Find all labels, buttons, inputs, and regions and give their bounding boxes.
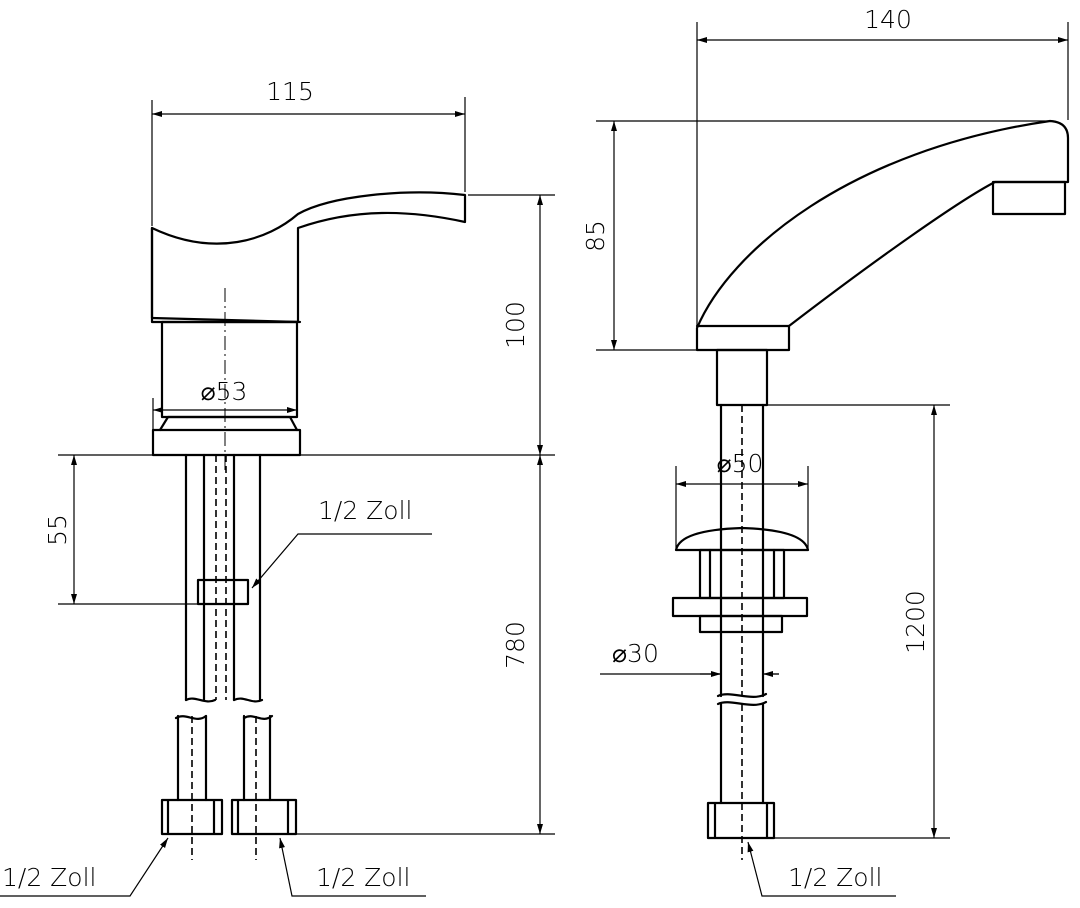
pipe-nut xyxy=(706,801,776,840)
label-thread-left-a: 1/2 Zoll xyxy=(2,863,97,892)
dim-tap-height: 100 xyxy=(501,301,530,349)
dim-body-diameter: ⌀53 xyxy=(201,377,248,406)
hose-right xyxy=(232,453,262,702)
dim-flange-diameter: ⌀50 xyxy=(717,449,764,478)
hose-clip xyxy=(196,578,250,606)
dim-spout-height: 85 xyxy=(581,220,610,252)
mixer-tap-view xyxy=(0,97,555,897)
hose-nut-right xyxy=(230,798,298,836)
flange-dome xyxy=(674,526,810,552)
dim-spout-width: 140 xyxy=(864,5,912,34)
aerator xyxy=(991,180,1067,216)
spout-body xyxy=(695,119,1070,352)
hose-nut-left xyxy=(160,798,224,836)
tap-base xyxy=(151,428,302,457)
spout-view xyxy=(596,22,1070,897)
dim-pipe-length: 1200 xyxy=(901,590,930,654)
spout-stem xyxy=(715,348,769,407)
dim-pipe-diameter: ⌀30 xyxy=(612,639,659,668)
dim-hose-offset: 55 xyxy=(43,514,72,546)
hose-left xyxy=(184,453,206,702)
lever-handle xyxy=(150,191,467,324)
dim-hose-length: 780 xyxy=(501,621,530,669)
lock-nut xyxy=(671,596,809,618)
dim-handle-width: 115 xyxy=(266,77,314,106)
label-thread-left-b: 1/2 Zoll xyxy=(316,863,411,892)
label-thread-center: 1/2 Zoll xyxy=(318,496,413,525)
label-thread-right: 1/2 Zoll xyxy=(788,863,883,892)
